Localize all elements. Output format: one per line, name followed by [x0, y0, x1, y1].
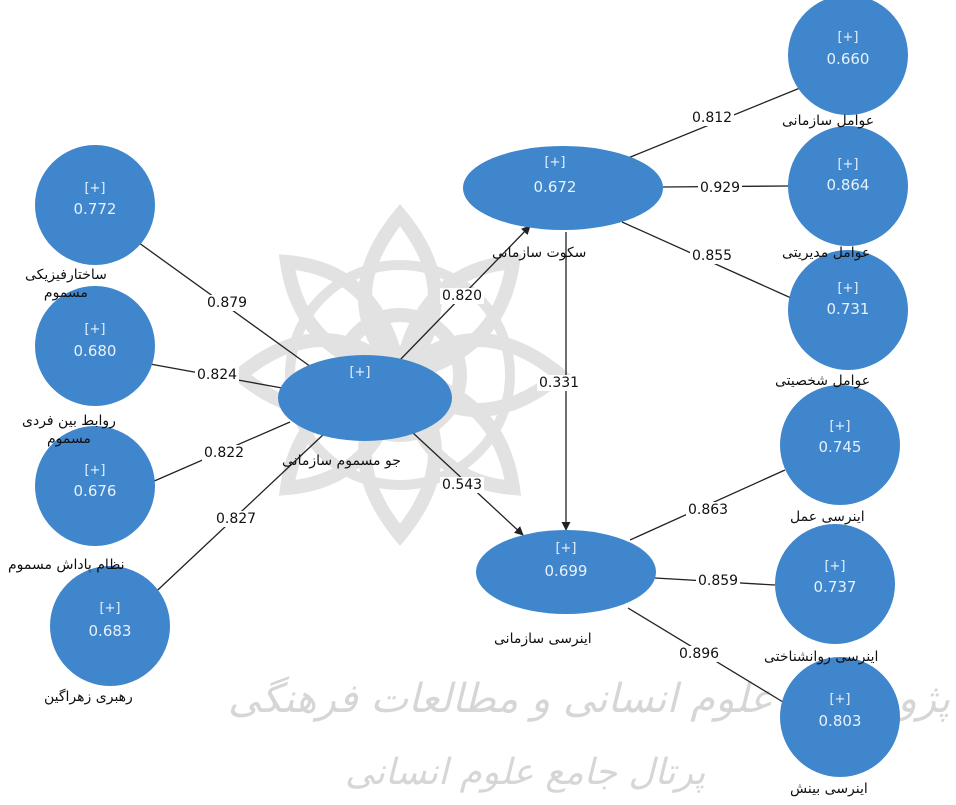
node-avamel-modiriyati[interactable]: [788, 126, 908, 246]
value-inarsi: 0.699: [545, 562, 588, 580]
node-avamel-shakhsiyati[interactable]: [788, 250, 908, 370]
label-avamel-modiriyati: عوامل مدیریتی: [782, 245, 871, 261]
value-rahbari: 0.683: [89, 622, 132, 640]
badge-sakhtar[interactable]: [+]: [84, 181, 105, 196]
node-rahbari[interactable]: [50, 566, 170, 686]
badge-avamel-sazmani[interactable]: [+]: [837, 30, 858, 45]
node-inarsi-sazmani[interactable]: [476, 530, 656, 614]
label-inarsi-ravanshenakhti: اینرسی روانشناختی: [764, 649, 879, 665]
nodes: [35, 0, 908, 777]
node-sakhtar[interactable]: [35, 145, 155, 265]
node-sokut-sazmani[interactable]: [463, 146, 663, 230]
value-avamel-sazmani: 0.660: [827, 50, 870, 68]
coef-jav-sokut: 0.820: [440, 288, 485, 304]
coef-sakhtar-jav: 0.879: [205, 295, 250, 311]
value-inarsi-amal: 0.745: [819, 438, 862, 456]
coef-jav-inarsi: 0.543: [440, 477, 485, 493]
badge-nezam[interactable]: [+]: [84, 463, 105, 478]
coef-inarsi-amal: 0.863: [686, 502, 731, 518]
badge-ravabet[interactable]: [+]: [84, 322, 105, 337]
label-avamel-shakhsiyati: عوامل شخصیتی: [775, 373, 871, 389]
node-avamel-sazmani[interactable]: [788, 0, 908, 115]
label-inarsi-amal: اینرسی عمل: [790, 509, 865, 525]
coef-ravabet-jav: 0.824: [195, 367, 240, 383]
badge-inarsi[interactable]: [+]: [555, 541, 576, 556]
value-avamel-shakhsiyati: 0.731: [827, 300, 870, 318]
coef-nezam-jav: 0.822: [202, 445, 247, 461]
value-inarsi-binesh: 0.803: [819, 712, 862, 730]
badge-inarsi-binesh[interactable]: [+]: [829, 692, 850, 707]
badge-jav[interactable]: [+]: [349, 365, 370, 380]
node-inarsi-amal[interactable]: [780, 385, 900, 505]
node-nezam[interactable]: [35, 426, 155, 546]
coef-inarsi-binesh: 0.896: [677, 646, 722, 662]
label-sokut: سکوت سازمانی: [492, 245, 587, 261]
value-nezam: 0.676: [74, 482, 117, 500]
badge-inarsi-amal[interactable]: [+]: [829, 419, 850, 434]
value-ravabet: 0.680: [74, 342, 117, 360]
badge-inarsi-ravanshenakhti[interactable]: [+]: [824, 559, 845, 574]
value-avamel-modiriyati: 0.864: [827, 176, 870, 194]
label-jav: جو مسموم سازمانی: [282, 453, 401, 469]
coef-sokut-sazmani: 0.812: [690, 110, 735, 126]
label-sakhtar: ساختارفیزیکی مسموم: [25, 267, 107, 301]
coef-sokut-modiriyati: 0.929: [698, 180, 743, 196]
node-inarsi-ravanshenakhti[interactable]: [775, 524, 895, 644]
value-sakhtar: 0.772: [74, 200, 117, 218]
node-ravabet[interactable]: [35, 286, 155, 406]
node-values: 0.672 0.699 0.772 0.680 0.676 0.683 0.66…: [74, 50, 870, 730]
node-jav-mosmum[interactable]: [278, 355, 452, 441]
watermark-line-2: پرتال جامع علوم انسانی: [345, 752, 706, 793]
label-avamel-sazmani: عوامل سازمانی: [782, 113, 875, 129]
coef-sokut-shakhsiyati: 0.855: [690, 248, 735, 264]
label-inarsi-binesh: اینرسی بینش: [790, 781, 868, 797]
node-badges: [+] [+] [+] [+] [+] [+] [+] [+] [+] [+] …: [84, 30, 858, 707]
badge-avamel-shakhsiyati[interactable]: [+]: [837, 281, 858, 296]
coef-rahbari-jav: 0.827: [214, 511, 259, 527]
node-inarsi-binesh[interactable]: [780, 657, 900, 777]
badge-sokut[interactable]: [+]: [544, 155, 565, 170]
coef-sokut-inarsi: 0.331: [537, 375, 582, 391]
label-ravabet: روابط بین فردی مسموم: [22, 413, 116, 447]
label-nezam: نظام پاداش مسموم: [8, 557, 125, 573]
value-sokut: 0.672: [534, 178, 577, 196]
badge-rahbari[interactable]: [+]: [99, 601, 120, 616]
badge-avamel-modiriyati[interactable]: [+]: [837, 157, 858, 172]
label-rahbari: رهبری زهراگین: [44, 689, 133, 705]
value-inarsi-ravanshenakhti: 0.737: [814, 578, 857, 596]
label-inarsi: اینرسی سازمانی: [494, 631, 592, 647]
coef-inarsi-ravanshenakhti: 0.859: [696, 573, 741, 589]
